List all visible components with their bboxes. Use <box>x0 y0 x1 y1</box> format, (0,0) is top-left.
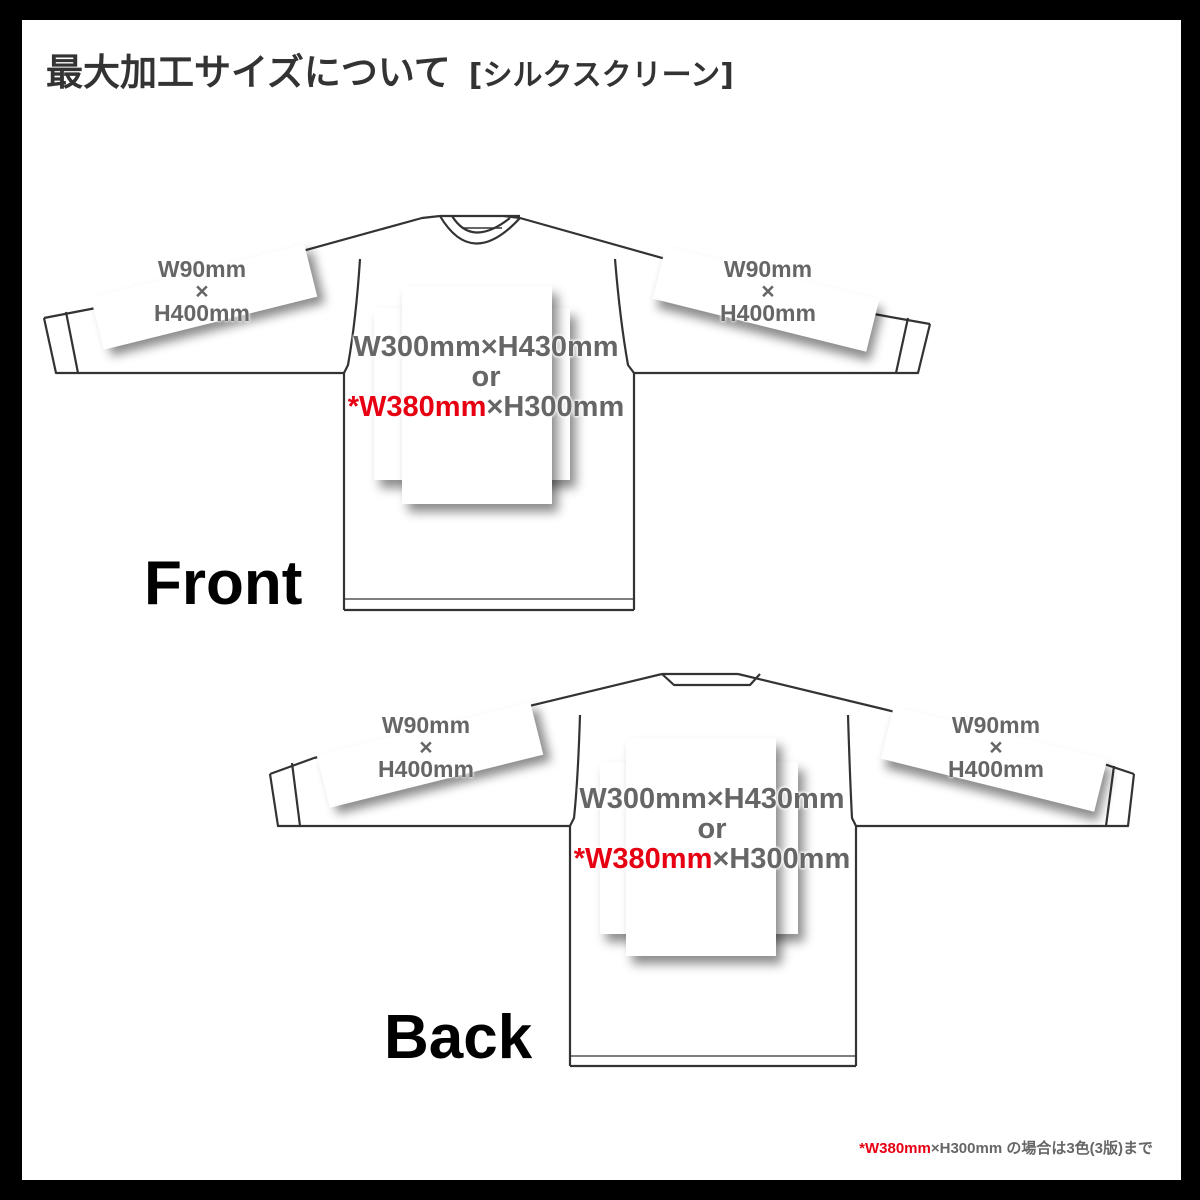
back-body-size-alt-width: *W380mm <box>573 843 713 875</box>
footnote-text: ×H300mm の場合は3色(3版)まで <box>930 1140 1153 1157</box>
front-shirt-outline-icon <box>42 214 932 612</box>
front-body-print-area-tall <box>402 286 552 504</box>
front-label: Front <box>144 549 303 618</box>
back-body-print-area-tall <box>626 738 776 956</box>
back-left-sleeve-size: W90mm×H400mm <box>378 712 474 782</box>
size-guide-canvas: 最大加工サイズについて [シルクスクリーン] <box>22 20 1181 1180</box>
title-subtitle: [シルクスクリーン] <box>468 58 734 93</box>
front-right-sleeve-size: W90mm×H400mm <box>720 256 816 326</box>
back-right-sleeve-size: W90mm×H400mm <box>948 712 1044 782</box>
front-body-size-alt-width: *W380mm <box>347 391 487 423</box>
footnote-alt-size: *W380mm <box>859 1140 931 1157</box>
back-body-size: W300mm×H430mm or *W380mm×H300mm <box>573 783 851 875</box>
front-body-size: W300mm×H430mm or *W380mm×H300mm <box>347 331 625 423</box>
title-main: 最大加工サイズについて <box>46 51 451 94</box>
footnote: *W380mm×H300mm の場合は3色(3版)まで <box>859 1137 1153 1158</box>
page-title: 最大加工サイズについて [シルクスクリーン] <box>46 42 734 96</box>
back-label: Back <box>384 1003 533 1072</box>
front-left-sleeve-size: W90mm×H400mm <box>154 256 250 326</box>
